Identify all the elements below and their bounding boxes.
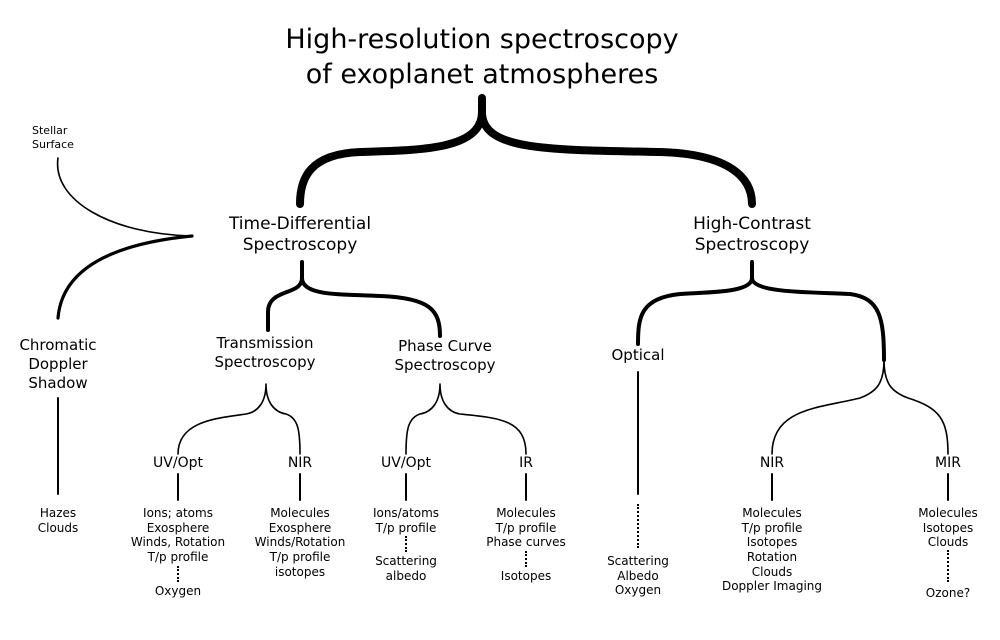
main-brace bbox=[296, 94, 756, 208]
optical-text: Optical bbox=[611, 346, 665, 364]
diagram-title: High-resolution spectroscopy of exoplane… bbox=[232, 22, 732, 92]
leaf-item: Isotopes bbox=[746, 535, 798, 550]
leaf-item: T/p profile bbox=[375, 520, 437, 535]
hc-mir-leaves: Molecules Isotopes Clouds Ozone? bbox=[908, 506, 988, 601]
optical-leaves: Scattering Albedo Oxygen bbox=[588, 504, 688, 598]
high-contrast-line-2: Spectroscopy bbox=[694, 235, 810, 256]
high-contrast-label: High-Contrast Spectroscopy bbox=[662, 214, 842, 257]
phase-ir-label: IR bbox=[519, 455, 533, 471]
leaf-item: isotopes bbox=[274, 564, 326, 579]
leaf-item: Clouds bbox=[927, 535, 969, 550]
trans-nir-label: NIR bbox=[287, 455, 313, 471]
ellipsis-dots bbox=[947, 549, 949, 582]
time-differential-line-2: Spectroscopy bbox=[242, 235, 358, 256]
leaf-item: Phase curves bbox=[486, 535, 566, 550]
leaf-item: Molecules bbox=[742, 506, 802, 520]
transmission-line-1: Transmission bbox=[216, 334, 314, 352]
time-differential-label: Time-Differential Spectroscopy bbox=[200, 214, 400, 257]
chromatic-doppler-label: Chromatic Doppler Shadow bbox=[0, 336, 116, 392]
leaf-item: Isotopes bbox=[500, 568, 552, 583]
title-line-1: High-resolution spectroscopy bbox=[285, 24, 679, 55]
leaf-item: Rotation bbox=[746, 549, 798, 564]
leaf-item: Molecules bbox=[496, 506, 556, 520]
leaf-item: Exosphere bbox=[146, 520, 210, 535]
chromatic-line-1: Chromatic bbox=[19, 336, 97, 354]
transmission-line-2: Spectroscopy bbox=[214, 352, 316, 371]
chromatic-line-3: Shadow bbox=[28, 373, 88, 392]
high-contrast-line-1: High-Contrast bbox=[693, 214, 811, 234]
stellar-surface-connector bbox=[56, 157, 193, 237]
phase-uvopt-label: UV/Opt bbox=[381, 455, 431, 471]
stellar-surface-line-1: Stellar bbox=[32, 124, 68, 137]
leaf-item: albedo bbox=[385, 568, 427, 583]
leaf-item: T/p profile bbox=[269, 549, 331, 564]
leaf-item: Albedo bbox=[617, 568, 659, 583]
leaf-item: Hazes bbox=[39, 506, 77, 520]
leaf-item: T/p profile bbox=[741, 520, 803, 535]
leaf-item: Oxygen bbox=[614, 583, 662, 598]
leaf-item: T/p profile bbox=[147, 549, 209, 564]
leaf-item: Clouds bbox=[751, 564, 793, 579]
ellipsis-dots bbox=[177, 565, 179, 582]
leaf-item: Exosphere bbox=[268, 520, 332, 535]
td-brace bbox=[266, 260, 442, 338]
leaf-item: Scattering bbox=[375, 554, 437, 569]
transmission-brace bbox=[177, 383, 301, 455]
leaf-item: Scattering bbox=[607, 554, 669, 568]
transmission-label: Transmission Spectroscopy bbox=[190, 334, 340, 372]
leaf-item: Winds/Rotation bbox=[254, 535, 346, 550]
leaf-item: Molecules bbox=[270, 506, 330, 520]
ellipsis-dots bbox=[525, 550, 527, 567]
stellar-surface-line-2: Surface bbox=[32, 138, 74, 152]
chromatic-connector bbox=[56, 234, 194, 320]
trans-nir-leaves: Molecules Exosphere Winds/Rotation T/p p… bbox=[240, 506, 360, 579]
title-line-2: of exoplanet atmospheres bbox=[305, 59, 659, 91]
leaf-item: Molecules bbox=[918, 506, 978, 520]
hc-brace bbox=[636, 260, 886, 362]
phase-ir-leaves: Molecules T/p profile Phase curves Isoto… bbox=[476, 506, 576, 584]
leaf-item: Ozone? bbox=[925, 585, 971, 600]
ellipsis-dots bbox=[637, 504, 639, 548]
nir-mir-split bbox=[771, 359, 949, 455]
phase-curve-line-1: Phase Curve bbox=[398, 337, 492, 355]
phase-curve-line-2: Spectroscopy bbox=[394, 355, 496, 374]
leaf-item: Clouds bbox=[37, 520, 79, 535]
leaf-item: Ions; atoms bbox=[143, 506, 213, 520]
leaf-item: Ions/atoms bbox=[372, 506, 440, 520]
leaf-item: Oxygen bbox=[154, 583, 202, 598]
phase-uvopt-leaves: Ions/atoms T/p profile Scattering albedo bbox=[356, 506, 456, 584]
trans-uvopt-label: UV/Opt bbox=[153, 455, 203, 471]
stellar-surface-label: Stellar Surface bbox=[32, 124, 74, 153]
chromatic-line-2: Doppler bbox=[28, 354, 88, 373]
trans-uvopt-leaves: Ions; atoms Exosphere Winds, Rotation T/… bbox=[118, 506, 238, 598]
hc-mir-label: MIR bbox=[935, 455, 961, 471]
hc-nir-label: NIR bbox=[759, 455, 785, 471]
ellipsis-dots bbox=[405, 536, 407, 553]
leaf-item: T/p profile bbox=[495, 520, 557, 535]
phase-curve-label: Phase Curve Spectroscopy bbox=[370, 337, 520, 375]
leaf-item: Doppler Imaging bbox=[721, 579, 823, 594]
time-differential-line-1: Time-Differential bbox=[228, 214, 372, 234]
chromatic-leaves: Hazes Clouds bbox=[18, 506, 98, 535]
leaf-item: Isotopes bbox=[922, 520, 974, 535]
hc-nir-leaves: Molecules T/p profile Isotopes Rotation … bbox=[702, 506, 842, 594]
leaf-item: Winds, Rotation bbox=[130, 535, 226, 550]
phase-brace bbox=[405, 383, 527, 455]
optical-label: Optical bbox=[590, 346, 686, 365]
